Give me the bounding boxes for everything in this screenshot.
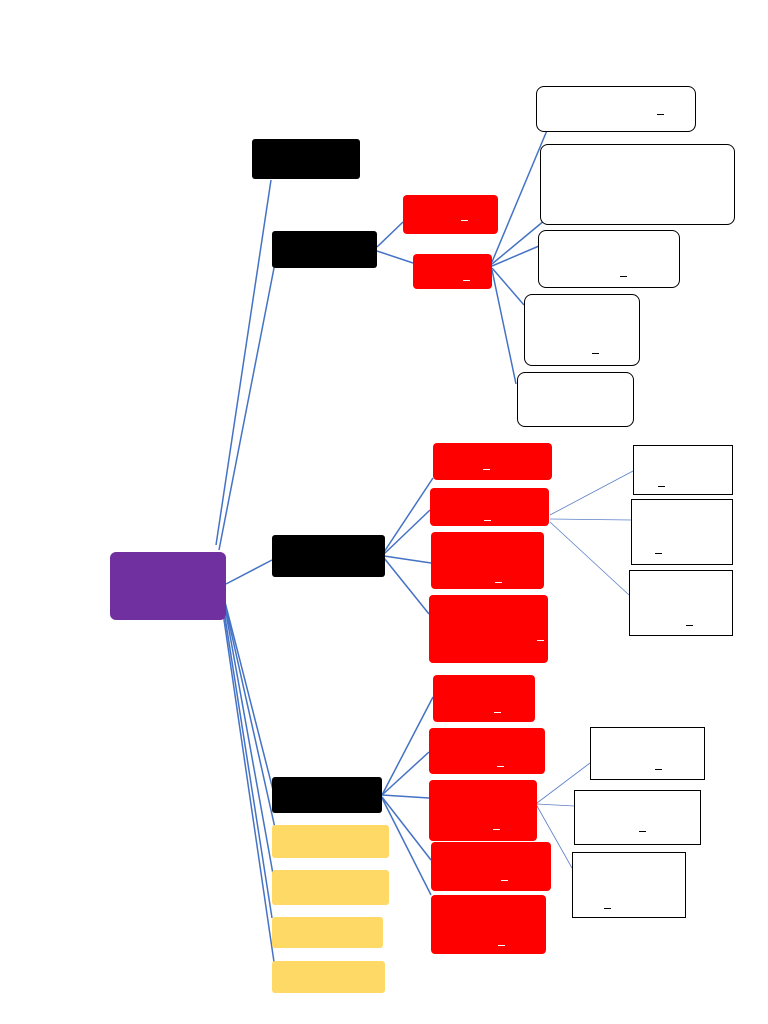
detail-marker <box>655 769 662 770</box>
leaf-node[interactable] <box>413 254 492 289</box>
leaf-marker <box>495 582 502 583</box>
leaf-marker <box>498 945 505 946</box>
detail-box[interactable] <box>524 294 640 366</box>
detail-box[interactable] <box>536 86 696 132</box>
extra-node-3[interactable] <box>272 917 383 948</box>
detail-marker <box>639 831 646 832</box>
leaf-node[interactable] <box>403 195 498 234</box>
leaf-marker <box>497 766 504 767</box>
branch-node-4[interactable] <box>272 777 382 813</box>
leaf-marker <box>494 712 501 713</box>
leaf-node[interactable] <box>429 595 548 663</box>
leaf-marker <box>483 469 490 470</box>
detail-box[interactable] <box>629 570 733 636</box>
root-node[interactable] <box>110 552 226 620</box>
detail-marker <box>657 114 664 115</box>
detail-box[interactable] <box>540 144 735 225</box>
detail-marker <box>592 353 599 354</box>
detail-box[interactable] <box>538 230 680 288</box>
leaf-marker <box>463 280 470 281</box>
detail-box[interactable] <box>572 852 686 918</box>
detail-box[interactable] <box>590 727 705 780</box>
leaf-marker <box>461 220 468 221</box>
leaf-node[interactable] <box>429 780 537 841</box>
leaf-node[interactable] <box>429 728 545 774</box>
leaf-node[interactable] <box>430 488 549 526</box>
detail-marker <box>655 553 662 554</box>
leaf-node[interactable] <box>431 895 546 954</box>
detail-box[interactable] <box>631 499 733 565</box>
leaf-marker <box>537 640 544 641</box>
branch-node-3[interactable] <box>272 535 385 577</box>
leaf-node[interactable] <box>433 443 552 480</box>
leaf-node[interactable] <box>431 842 551 891</box>
branch-node-2[interactable] <box>272 231 377 268</box>
leaf-marker <box>501 880 508 881</box>
detail-box[interactable] <box>633 445 733 495</box>
branch-node-1[interactable] <box>252 139 360 179</box>
leaf-marker <box>484 520 491 521</box>
detail-box[interactable] <box>517 372 634 427</box>
detail-marker <box>620 276 627 277</box>
extra-node-4[interactable] <box>272 961 385 993</box>
detail-marker <box>658 486 665 487</box>
leaf-marker <box>493 829 500 830</box>
detail-marker <box>604 908 611 909</box>
leaf-node[interactable] <box>433 675 535 722</box>
detail-box[interactable] <box>574 790 701 845</box>
detail-marker <box>686 625 693 626</box>
extra-node-2[interactable] <box>272 870 389 905</box>
leaf-node[interactable] <box>431 532 544 589</box>
extra-node-1[interactable] <box>272 825 389 858</box>
